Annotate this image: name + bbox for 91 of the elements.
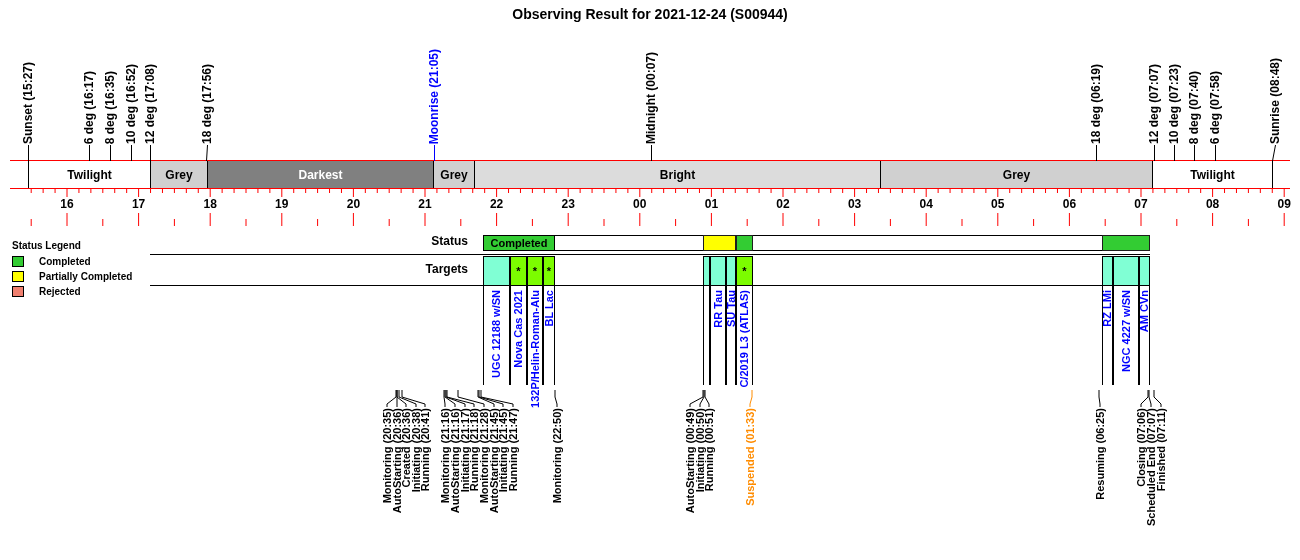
leader-line	[651, 144, 652, 162]
event-label: Monitoring (22:50)	[551, 408, 563, 504]
leader-line	[110, 144, 111, 162]
leader-line	[1154, 144, 1155, 162]
hour-label: 06	[1061, 197, 1078, 211]
leader-line	[1272, 144, 1276, 162]
time-marker-label: 12 deg (07:07)	[1148, 63, 1160, 144]
leader-line	[1096, 144, 1097, 162]
time-marker-label: Moonrise (21:05)	[428, 48, 440, 144]
target-cell: *	[527, 256, 543, 286]
hour-label: 05	[990, 197, 1006, 211]
target-name: C/2019 L3 (ATLAS)	[739, 290, 750, 388]
target-cell	[483, 256, 510, 286]
target-name: RR Tau	[712, 290, 724, 328]
target-name: 132P/Helin-Roman-Alu	[529, 290, 541, 408]
leader-line	[28, 144, 29, 162]
legend-label: Completed	[39, 256, 91, 267]
hour-label: 07	[1133, 197, 1149, 211]
hour-label: 00	[632, 197, 648, 211]
hour-label: 08	[1204, 197, 1221, 211]
leader-line	[434, 144, 435, 162]
event-label: Suspended (01:33)	[744, 408, 756, 506]
target-cell	[726, 256, 736, 286]
legend-label: Partially Completed	[39, 271, 133, 282]
hour-label: 09	[1276, 197, 1292, 211]
time-marker-label: Sunset (15:27)	[22, 61, 34, 144]
leader-line	[206, 144, 208, 162]
hour-label: 21	[417, 197, 433, 211]
target-name: Nova Cas 2021	[513, 290, 524, 368]
target-cell: *	[543, 256, 555, 286]
status-bar: Completed	[483, 235, 555, 251]
hour-label: 18	[202, 197, 218, 211]
row-label: Status	[431, 234, 468, 248]
target-cell	[703, 256, 710, 286]
target-cell: *	[736, 256, 753, 286]
target-name: BL Lac	[543, 290, 555, 327]
time-marker-label: Sunrise (08:48)	[1269, 57, 1281, 144]
leader-line	[1194, 144, 1195, 162]
time-marker-label: 8 deg (07:40)	[1188, 70, 1200, 144]
legend-label: Rejected	[39, 286, 81, 297]
chart-title: Observing Result for 2021-12-24 (S00944)	[511, 6, 789, 22]
hour-label: 23	[560, 197, 576, 211]
target-cell: *	[510, 256, 527, 286]
event-label: Monitoring (21:16)	[439, 408, 451, 504]
sky-condition-band: Grey	[433, 161, 474, 188]
status-bar	[1102, 235, 1150, 251]
sky-condition-band: Grey	[880, 161, 1152, 188]
hour-label: 01	[703, 197, 720, 211]
event-label: AutoStarting (00:49)	[684, 408, 696, 514]
time-marker-label: Midnight (00:07)	[645, 52, 657, 144]
hour-label: 02	[775, 197, 791, 211]
hour-label: 04	[918, 197, 934, 211]
leader-line	[150, 144, 151, 162]
target-name: RZ LMi	[1102, 290, 1113, 327]
time-marker-label: 12 deg (17:08)	[144, 63, 156, 144]
status-bar	[703, 235, 736, 251]
target-name: SU Tau	[725, 290, 737, 328]
row-label: Targets	[425, 262, 468, 276]
sky-condition-band: Twilight	[1152, 161, 1273, 188]
event-label: Closing (07:06)	[1135, 408, 1147, 487]
target-cell	[1102, 256, 1113, 286]
event-label: Monitoring (20:35)	[381, 408, 393, 504]
time-marker-label: 18 deg (17:56)	[201, 63, 213, 144]
hour-label: 17	[130, 197, 147, 211]
time-marker-label: 8 deg (16:35)	[104, 70, 116, 144]
target-cell	[1139, 256, 1150, 286]
leader-line	[131, 144, 132, 162]
target-name: UGC 12188 w/SN	[491, 290, 502, 379]
sky-condition-band: Grey	[150, 161, 207, 188]
leader-line	[1215, 144, 1216, 162]
hour-label: 03	[846, 197, 863, 211]
time-marker-label: 10 deg (07:23)	[1168, 63, 1180, 144]
time-marker-label: 10 deg (16:52)	[125, 63, 137, 144]
sky-condition-band: Bright	[474, 161, 880, 188]
time-marker-label: 18 deg (06:19)	[1090, 63, 1102, 144]
legend-title: Status Legend	[12, 240, 81, 251]
target-name: NGC 4227 w/SN	[1120, 290, 1132, 372]
time-marker-label: 6 deg (16:17)	[83, 70, 95, 144]
target-name: AM CVn	[1139, 290, 1150, 333]
sky-condition-band: Darkest	[207, 161, 433, 188]
hour-label: 20	[345, 197, 362, 211]
hour-label: 22	[488, 197, 505, 211]
hour-label: 19	[274, 197, 290, 211]
hour-label: 16	[59, 197, 75, 211]
leader-line	[1174, 144, 1175, 162]
time-marker-label: 6 deg (07:58)	[1209, 70, 1221, 144]
leader-line	[89, 144, 90, 162]
status-bar	[736, 235, 753, 251]
target-cell	[1113, 256, 1139, 286]
target-cell	[710, 256, 726, 286]
event-label: Resuming (06:25)	[1094, 408, 1106, 500]
